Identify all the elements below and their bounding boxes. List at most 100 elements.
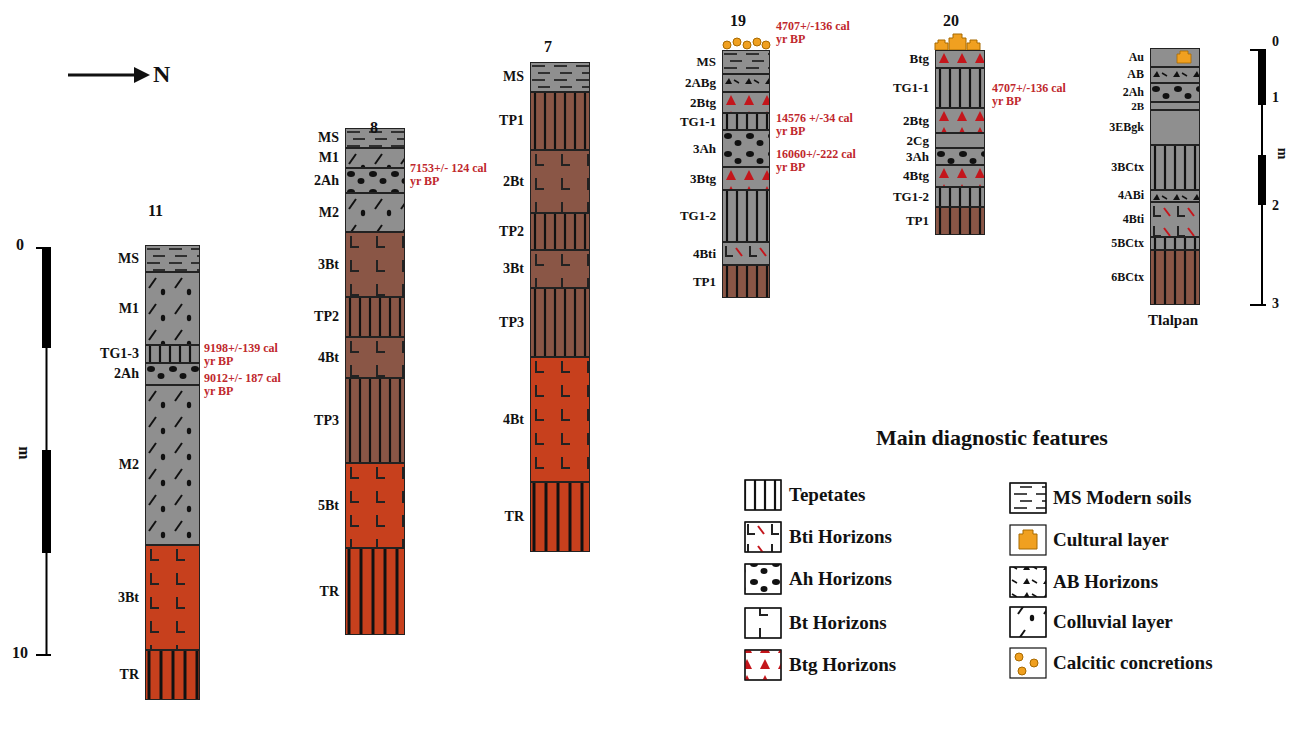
horizon-label: 2Ah xyxy=(114,366,139,381)
soil-horizon: M1 xyxy=(345,148,405,168)
horizon-label: 3Ah xyxy=(693,141,716,155)
horizon-label: 2Cg xyxy=(907,133,929,147)
horizon-label: 5Bt xyxy=(318,498,339,513)
scale-label: 1 xyxy=(1272,90,1279,105)
horizon-fill xyxy=(1150,190,1200,202)
horizon-label: 2Bt xyxy=(503,174,524,189)
soil-horizon: 3Btg xyxy=(722,167,770,190)
date-label: 9198+/-139 cal yr BP xyxy=(204,342,284,368)
horizon-fill xyxy=(1150,83,1200,102)
horizon-label: 4Bt xyxy=(318,350,339,365)
horizon-fill xyxy=(345,193,405,232)
horizon-fill xyxy=(935,148,985,165)
profile-name: Tlalpan xyxy=(1148,312,1198,329)
legend-text: Colluvial layer xyxy=(1053,611,1173,633)
legend-text: MS Modern soils xyxy=(1053,487,1191,509)
date-label: 16060+/-222 cal yr BP xyxy=(776,148,856,174)
horizon-fill xyxy=(1150,237,1200,250)
horizon-fill xyxy=(345,337,405,378)
soil-horizon: 2B xyxy=(1150,102,1200,110)
horizon-fill xyxy=(1150,102,1200,110)
legend-text: Btg Horizons xyxy=(789,654,896,676)
legend-title: Main diagnostic features xyxy=(876,426,1108,450)
horizon-label: 4Bti xyxy=(693,246,716,260)
scale-label: 3 xyxy=(1272,296,1279,311)
horizon-label: TR xyxy=(505,509,524,524)
horizon-label: M2 xyxy=(119,457,139,472)
horizon-fill xyxy=(345,548,405,635)
horizon-fill xyxy=(722,167,770,190)
soil-horizon: TR xyxy=(345,548,405,635)
scale-unit: m xyxy=(16,446,34,459)
date-label: 14576 +/-34 cal yr BP xyxy=(776,112,856,138)
horizon-label: TP2 xyxy=(314,309,339,324)
horizon-label: TP1 xyxy=(693,274,716,288)
profile-number: 8 xyxy=(370,119,378,137)
horizon-fill xyxy=(935,165,985,187)
soil-horizon: 3Ah xyxy=(935,148,985,165)
horizon-label: 3Ah xyxy=(906,149,929,163)
legend-text: Bt Horizons xyxy=(789,612,887,634)
legend-text: Ah Horizons xyxy=(789,568,892,590)
horizon-fill xyxy=(722,130,770,167)
horizon-label: 3Bt xyxy=(503,261,524,276)
horizon-fill xyxy=(722,50,770,74)
horizon-fill xyxy=(145,363,200,385)
horizon-fill xyxy=(145,385,200,545)
horizon-label: TG1-1 xyxy=(893,81,929,95)
horizon-label: MS xyxy=(318,130,339,145)
horizon-label: TR xyxy=(120,667,139,682)
soil-horizon: TP1 xyxy=(935,207,985,235)
horizon-label: TG1-3 xyxy=(100,346,139,361)
date-label: 9012+/- 187 cal yr BP xyxy=(204,372,284,398)
horizon-label: 4Bti xyxy=(1123,213,1144,226)
date-label: 7153+/- 124 cal yr BP xyxy=(410,162,490,188)
horizon-fill xyxy=(935,50,985,68)
horizon-label: TP3 xyxy=(314,413,339,428)
horizon-label: TP1 xyxy=(499,113,524,128)
soil-horizon: 2Btg xyxy=(935,108,985,133)
horizon-label: 4Bt xyxy=(503,412,524,427)
horizon-fill xyxy=(345,463,405,548)
horizon-fill xyxy=(1150,202,1200,237)
soil-horizon: TG1-2 xyxy=(935,187,985,207)
soil-horizon: Btg xyxy=(935,50,985,68)
horizon-label: MS xyxy=(503,69,524,84)
date-label: 4707+/-136 cal yr BP xyxy=(992,82,1072,108)
horizon-fill xyxy=(935,68,985,108)
legend-text: Cultural layer xyxy=(1053,529,1169,551)
soil-horizon: 3BCtx xyxy=(1150,145,1200,190)
soil-horizon: TG1-3 xyxy=(145,345,200,363)
horizon-label: TG1-1 xyxy=(680,114,716,128)
horizon-fill xyxy=(345,148,405,168)
horizon-fill xyxy=(530,288,590,357)
soil-horizon: 3Ah xyxy=(722,130,770,167)
horizon-fill xyxy=(722,92,770,113)
horizon-fill xyxy=(530,150,590,213)
soil-horizon: M2 xyxy=(345,193,405,232)
soil-horizon: 2Btg xyxy=(722,92,770,113)
soil-horizon: TR xyxy=(145,650,200,700)
soil-horizon: M1 xyxy=(145,272,200,345)
horizon-label: M1 xyxy=(119,301,139,316)
horizon-label: TP1 xyxy=(906,214,929,228)
horizon-fill xyxy=(530,357,590,482)
horizon-label: 2Btg xyxy=(690,95,716,109)
scale-label: 2 xyxy=(1272,198,1279,213)
soil-horizon: TP3 xyxy=(530,288,590,357)
soil-horizon: MS xyxy=(530,62,590,92)
horizon-fill xyxy=(1150,250,1200,305)
horizon-fill xyxy=(1150,67,1200,83)
horizon-fill xyxy=(935,187,985,207)
horizon-fill xyxy=(345,378,405,463)
legend-text: Calcitic concretions xyxy=(1053,652,1213,674)
horizon-label: 3Bt xyxy=(318,257,339,272)
soil-horizon: 4Bt xyxy=(345,337,405,378)
horizon-fill xyxy=(345,168,405,193)
north-label: N xyxy=(153,61,170,87)
soil-horizon: 2Ah xyxy=(145,363,200,385)
horizon-label: 4Btg xyxy=(903,169,929,183)
horizon-fill xyxy=(145,245,200,272)
horizon-fill xyxy=(530,250,590,288)
horizon-fill xyxy=(935,108,985,133)
